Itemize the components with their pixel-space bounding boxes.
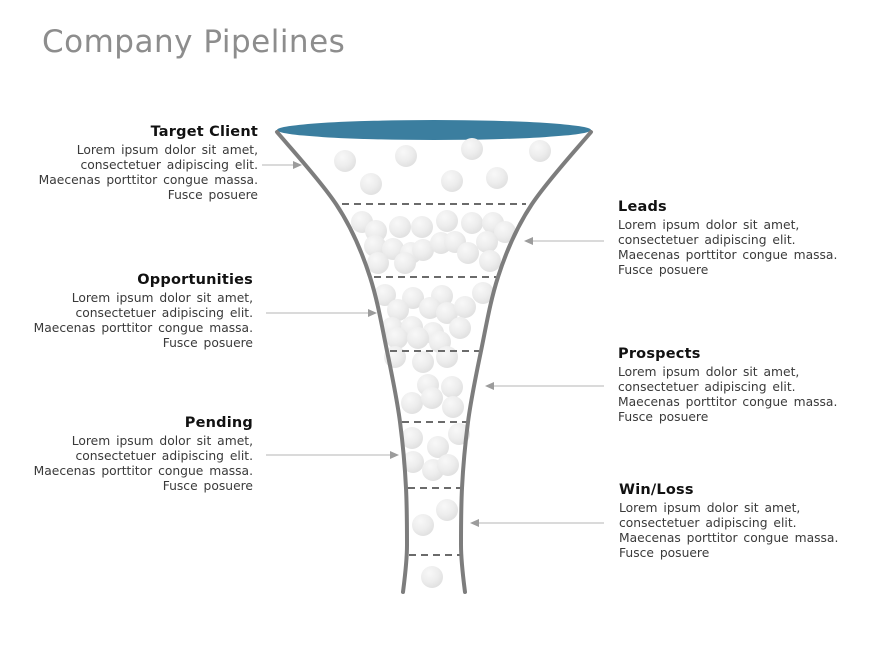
bubble (419, 297, 441, 319)
bubble (360, 173, 382, 195)
arrow-head-icon (390, 451, 399, 459)
stage-body-prospects: Lorem ipsum dolor sit amet, consectetuer… (618, 365, 838, 424)
arrow-head-icon (293, 161, 302, 169)
connector-arrow-win-loss (470, 519, 604, 527)
stage-block-pending: Pending Lorem ipsum dolor sit amet, cons… (3, 415, 253, 494)
bubble (401, 392, 423, 414)
bubble (389, 216, 411, 238)
bubble (374, 284, 396, 306)
arrow-head-icon (470, 519, 479, 527)
arrow-head-icon (524, 237, 533, 245)
stage-body-win-loss: Lorem ipsum dolor sit amet, consectetuer… (619, 501, 839, 560)
bubble (472, 282, 494, 304)
bubble (494, 221, 516, 243)
bubble (427, 436, 449, 458)
stage-block-opportunities: Opportunities Lorem ipsum dolor sit amet… (3, 272, 253, 351)
bubble (479, 250, 501, 272)
bubble (436, 210, 458, 232)
funnel-top-ellipse (277, 120, 591, 140)
bubble (401, 427, 423, 449)
bubble (437, 454, 459, 476)
bubble (486, 167, 508, 189)
stage-body-opportunities: Lorem ipsum dolor sit amet, consectetuer… (33, 291, 253, 350)
stage-block-leads: Leads Lorem ipsum dolor sit amet, consec… (618, 199, 868, 278)
bubble (442, 396, 464, 418)
connector-arrow-prospects (485, 382, 604, 390)
bubble (394, 252, 416, 274)
bubble (367, 252, 389, 274)
stage-block-win-loss: Win/Loss Lorem ipsum dolor sit amet, con… (619, 482, 869, 561)
arrow-head-icon (368, 309, 377, 317)
bubble (411, 216, 433, 238)
connector-arrow-opportunities (266, 309, 377, 317)
bubble (476, 231, 498, 253)
bubble-layer (334, 138, 551, 588)
connector-arrow-layer (262, 161, 604, 527)
bubble (449, 317, 471, 339)
divider-layer (342, 203, 526, 556)
stage-body-pending: Lorem ipsum dolor sit amet, consectetuer… (33, 434, 253, 493)
bubble (454, 296, 476, 318)
funnel-right-edge (458, 130, 593, 594)
bubble (412, 239, 434, 261)
bubble (436, 346, 458, 368)
bubble (461, 138, 483, 160)
bubble (421, 566, 443, 588)
stage-heading-prospects: Prospects (618, 346, 701, 362)
funnel-left-edge (275, 130, 410, 594)
stage-heading-opportunities: Opportunities (137, 272, 253, 288)
stage-body-leads: Lorem ipsum dolor sit amet, consectetuer… (618, 218, 838, 277)
bubble (334, 150, 356, 172)
bubble (412, 351, 434, 373)
bubble (436, 302, 458, 324)
bubble (395, 145, 417, 167)
stage-body-target-client: Lorem ipsum dolor sit amet, consectetuer… (38, 143, 258, 202)
connector-arrow-target-client (262, 161, 302, 169)
bubble (529, 140, 551, 162)
bubble (412, 514, 434, 536)
arrow-head-icon (485, 382, 494, 390)
bubble (386, 327, 408, 349)
page-title: Company Pipelines (42, 24, 346, 60)
stage-heading-leads: Leads (618, 199, 667, 215)
bubble (402, 451, 424, 473)
bubble (461, 212, 483, 234)
stage-heading-target-client: Target Client (150, 124, 258, 140)
bubble (457, 242, 479, 264)
stage-block-target-client: Target Client Lorem ipsum dolor sit amet… (8, 124, 258, 203)
bubble (436, 499, 458, 521)
bubble (407, 327, 429, 349)
bubble (421, 387, 443, 409)
bubble (387, 299, 409, 321)
stage-heading-pending: Pending (184, 415, 253, 431)
stage-block-prospects: Prospects Lorem ipsum dolor sit amet, co… (618, 346, 868, 425)
bubble (364, 235, 386, 257)
bubble (441, 376, 463, 398)
stage-heading-win-loss: Win/Loss (619, 482, 694, 498)
connector-arrow-leads (524, 237, 604, 245)
bubble (402, 287, 424, 309)
bubble (441, 170, 463, 192)
connector-arrow-pending (266, 451, 399, 459)
